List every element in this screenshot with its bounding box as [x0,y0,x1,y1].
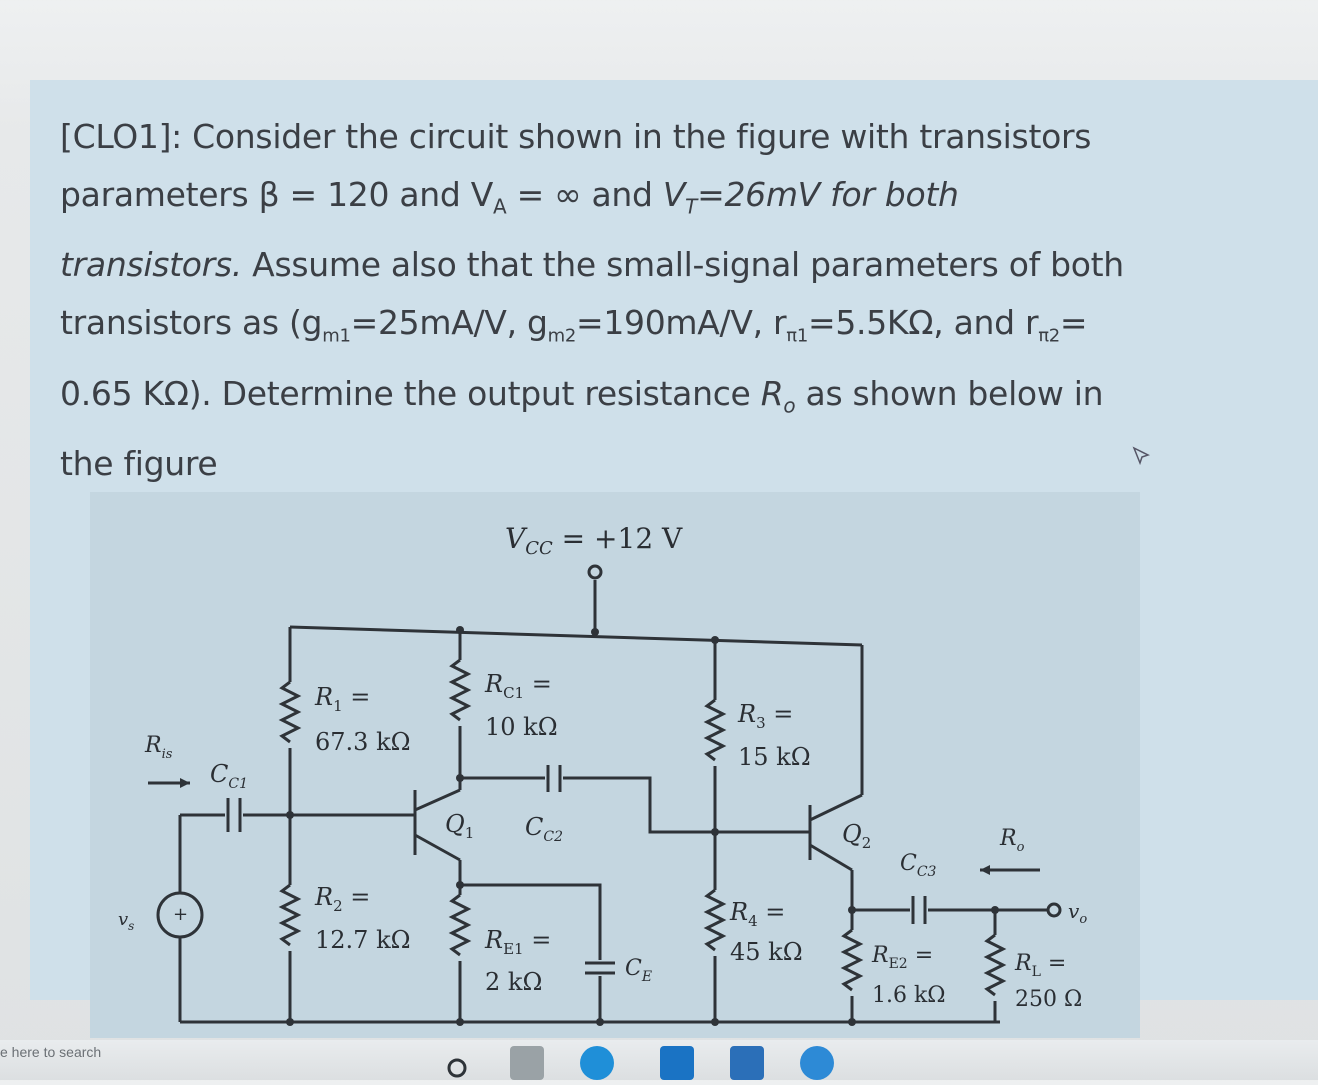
r2-resistor [278,883,302,947]
calculator-icon[interactable] [510,1046,544,1080]
re1-resistor [448,893,472,957]
mail-icon[interactable] [660,1046,694,1080]
re2-resistor [840,928,864,992]
r2-value: 12.7 kΩ [315,926,411,954]
r3-value: 15 kΩ [738,743,811,771]
question-line-5: 0.65 KΩ). Determine the output resistanc… [60,374,1104,418]
taskbar-search-box[interactable]: e here to search [0,1044,102,1060]
question-line-6: the figure [60,443,218,483]
question-line-4: transistors as (gm1=25mA/V, gm2=190mA/V,… [60,302,1088,347]
ris-label: Ris [144,733,173,762]
r4-resistor [703,888,727,952]
cc2-label: CC2 [525,813,563,845]
r1-label: R1 = [314,683,370,715]
r4-value: 45 kΩ [730,938,803,966]
question-text: [CLO1]: Consider the circuit shown in th… [60,108,1240,493]
internet-explorer-icon[interactable] [800,1046,834,1080]
mouse-cursor-icon [1132,446,1150,466]
ris-arrowhead-icon [180,778,190,788]
q2-label: Q2 [842,820,871,852]
question-line-1: [CLO1]: Consider the circuit shown in th… [60,117,1092,156]
r2-label: R2 = [314,883,370,915]
rc1-label: RC1 = [484,670,552,702]
vcc-label: VCC = +12 V [505,522,683,559]
ro-arrowhead-icon [980,865,990,875]
rl-label: RL = [1014,951,1066,980]
re1-value: 2 kΩ [485,968,542,996]
r3-label: R3 = [737,700,793,732]
r1-resistor [278,680,302,744]
vcc-terminal [587,564,603,580]
store-icon[interactable] [730,1046,764,1080]
taskbar [0,1040,1318,1080]
edge-browser-icon[interactable] [580,1046,614,1080]
vs-plus-sign: + [173,904,188,925]
r3-resistor [703,698,727,762]
vo-label: vo [1068,899,1087,927]
question-line-2: parameters β = 120 and VA = ∞ and VT=26m… [60,175,959,219]
r4-label: R4 = [729,898,785,930]
vs-label: vs [118,909,134,933]
junction-dots [286,626,999,1026]
task-view-icon[interactable] [440,1046,474,1080]
cc1-label: CC1 [210,760,248,792]
re1-label: RE1 = [484,926,551,958]
vs-source [156,891,204,939]
rc1-value: 10 kΩ [485,713,558,741]
rc1-resistor [448,658,472,722]
r1-value: 67.3 kΩ [315,728,411,756]
cc3-label: CC3 [900,851,937,880]
rl-resistor [983,933,1007,997]
rl-value: 250 Ω [1015,987,1082,1012]
q1-label: Q1 [445,810,474,842]
ce-label: CE [625,956,652,985]
question-line-3: transistors. Assume also that the small-… [60,244,1124,284]
vo-terminal [1046,902,1062,918]
circuit-figure-panel [90,492,1140,1038]
re2-label: RE2 = [871,943,933,972]
ro-label: Ro [999,826,1025,855]
re2-value: 1.6 kΩ [872,983,946,1008]
clo-tag: [CLO1] [60,117,172,156]
